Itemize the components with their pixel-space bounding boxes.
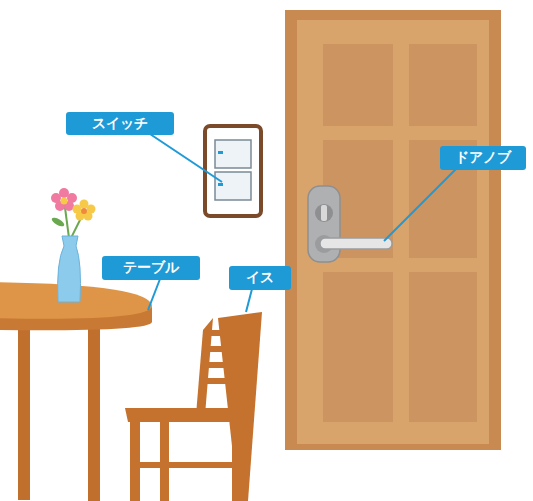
door-panel	[409, 272, 477, 422]
flower-stem	[71, 212, 84, 238]
door-panel	[409, 44, 477, 126]
thumb-turn-bar	[321, 205, 327, 221]
thumb-turn	[315, 204, 333, 222]
handle-plate	[308, 186, 340, 262]
leader-line	[384, 169, 456, 241]
leader-line	[246, 289, 252, 312]
callout-tag: ドアノブ	[440, 146, 526, 170]
chair	[125, 312, 262, 501]
flower-center	[81, 208, 87, 214]
callout-tag: スイッチ	[66, 112, 174, 135]
leader-line	[150, 134, 222, 182]
leaf	[50, 216, 65, 228]
callout-tag: イス	[229, 266, 291, 290]
door-frame	[285, 10, 501, 450]
callout-text: イス	[246, 269, 274, 287]
door-panel	[323, 272, 393, 422]
door-panel	[323, 44, 393, 126]
yellow-flower	[73, 200, 96, 221]
callout-tag: テーブル	[102, 256, 200, 280]
lever	[320, 238, 392, 249]
callout-text: ドアノブ	[455, 149, 511, 167]
table-leg	[88, 318, 100, 501]
leader-line	[148, 279, 160, 310]
callout-text: スイッチ	[92, 115, 148, 133]
door-body	[297, 20, 489, 444]
switch-plate	[205, 126, 261, 216]
switch-indicator	[218, 151, 223, 154]
switch-indicator	[218, 183, 223, 186]
switch-button	[215, 172, 251, 200]
vase	[58, 236, 81, 302]
callout-text: テーブル	[123, 259, 179, 277]
flower-center	[61, 198, 68, 205]
switch-button	[215, 140, 251, 168]
